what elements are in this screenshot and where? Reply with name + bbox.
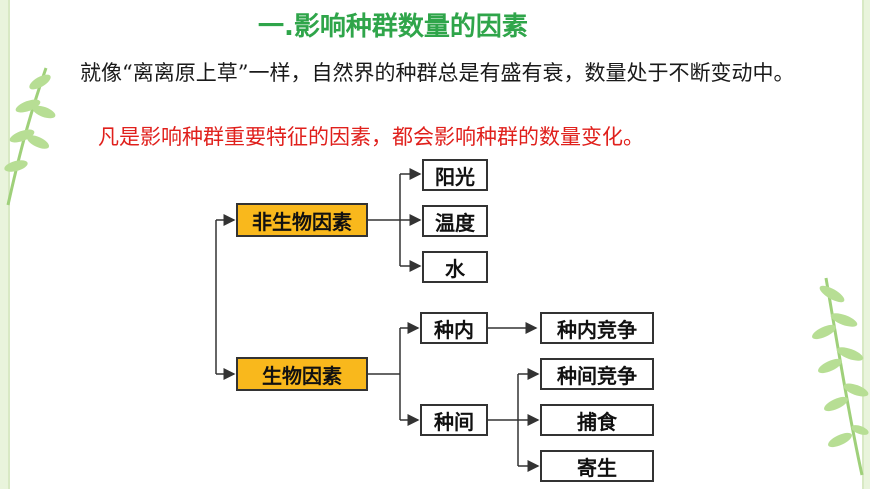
biotic-factors-box: 生物因素: [236, 357, 368, 391]
highlight-sentence: 凡是影响种群重要特征的因素，都会影响种群的数量变化。: [98, 125, 644, 149]
parasitism-box: 寄生: [540, 450, 654, 482]
sunlight-box: 阳光: [422, 159, 488, 191]
intraspecific-box: 种内: [420, 312, 488, 344]
interspecific-box: 种间: [420, 404, 488, 436]
water-box: 水: [422, 251, 488, 283]
leaf-decoration-right-icon: [812, 277, 869, 476]
slide-title: 一.影响种群数量的因素: [258, 12, 528, 42]
intro-paragraph: 就像“离离原上草”一样，自然界的种群总是有盛有衰，数量处于不断变动中。: [80, 61, 795, 85]
temperature-box: 温度: [422, 205, 488, 237]
leaf-decoration-left-icon: [4, 67, 56, 206]
interspecific-competition-box: 种间竞争: [540, 358, 654, 390]
intraspecific-competition-box: 种内竞争: [540, 312, 654, 344]
abiotic-factors-box: 非生物因素: [236, 203, 368, 237]
predation-box: 捕食: [540, 404, 654, 436]
